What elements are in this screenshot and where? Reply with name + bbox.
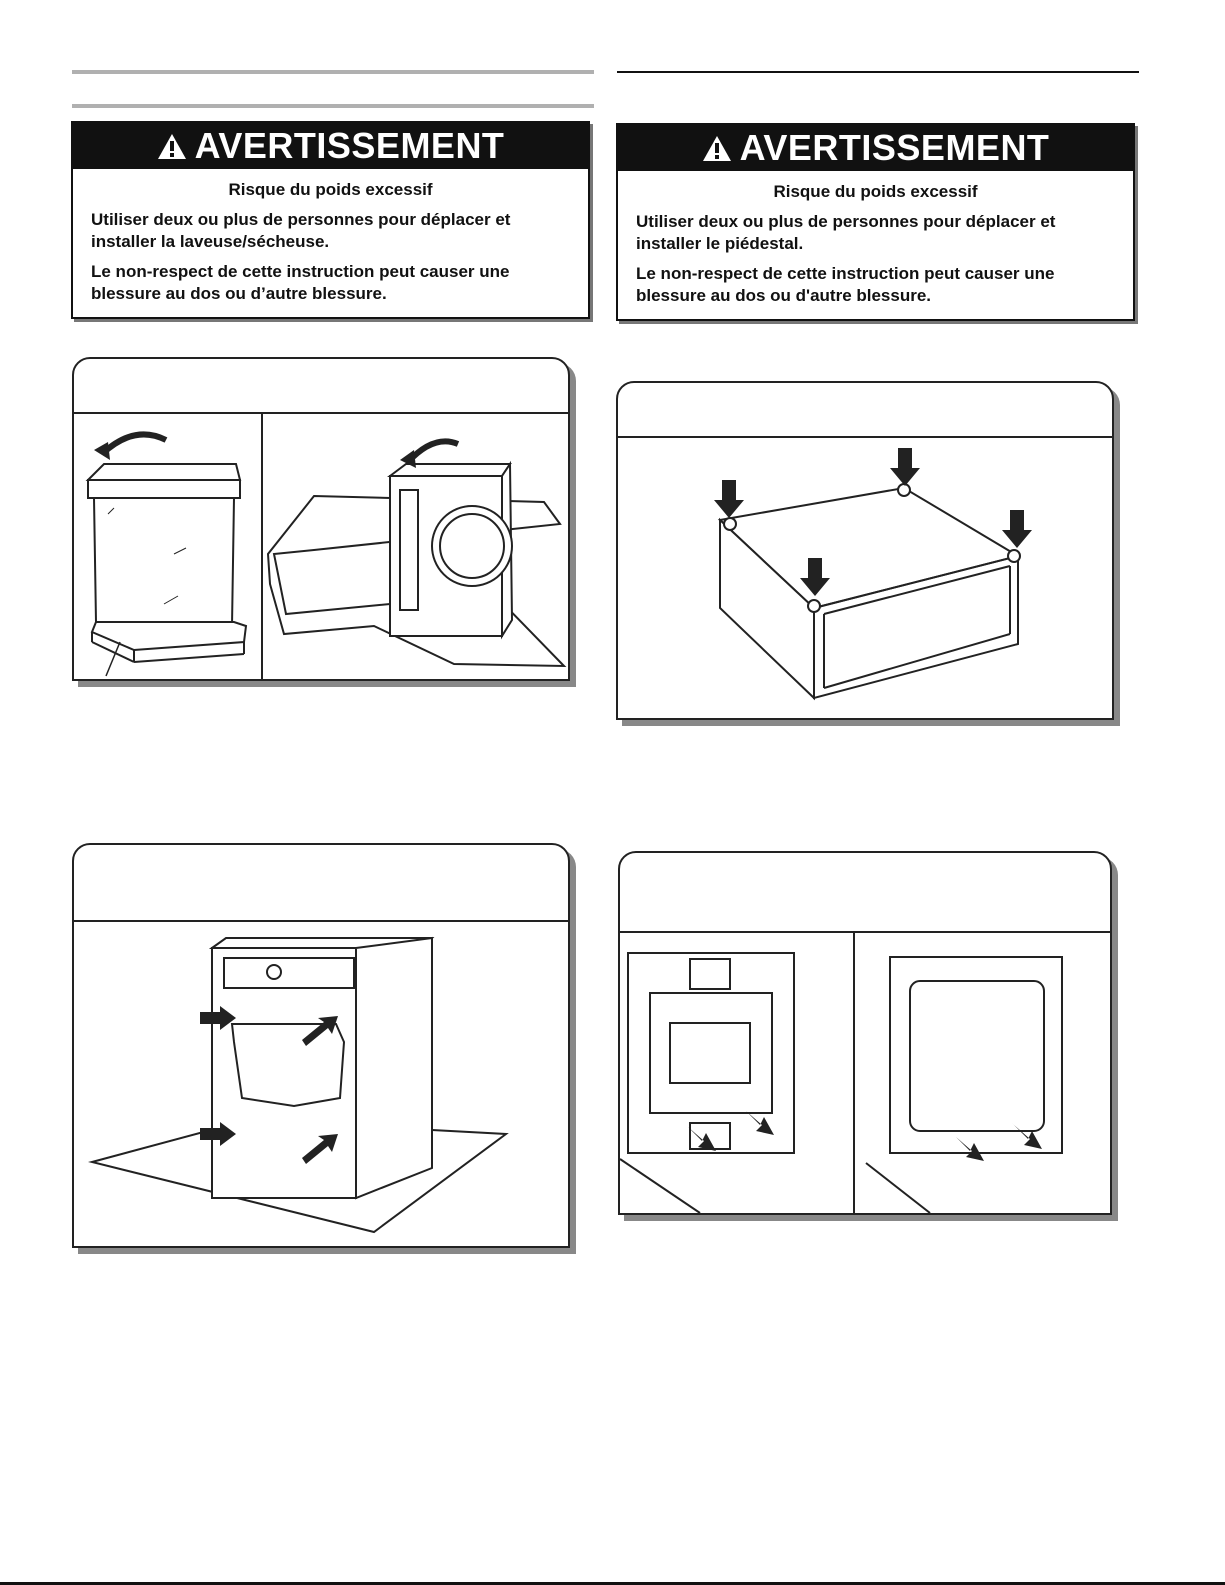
panel-header [618, 383, 1112, 438]
warning-title: AVERTISSEMENT [739, 127, 1050, 168]
washer-rear [208, 936, 435, 1200]
warning-header: AVERTISSEMENT [73, 123, 588, 169]
warning-consequence: Le non-respect de cette instruction peut… [91, 262, 510, 303]
warning-title: AVERTISSEMENT [194, 125, 505, 166]
top-rule-left-2 [72, 104, 594, 108]
pedestal-illustration [714, 448, 1032, 701]
panel-header [74, 845, 568, 922]
panel-header [74, 359, 568, 414]
push-arrow-icon [686, 1109, 1042, 1161]
warning-instruction: Utiliser deux ou plus de personnes pour … [636, 212, 1056, 253]
shipping-box [85, 463, 248, 663]
bottom-rule [0, 1582, 1225, 1585]
illustration-panel-pedestal [616, 381, 1114, 720]
warning-box-washer: AVERTISSEMENT Risque du poids excessif U… [71, 121, 590, 319]
warning-subtitle: Risque du poids excessif [228, 180, 433, 199]
warning-triangle-icon [157, 134, 186, 159]
washer-on-cardboard [266, 460, 567, 668]
appliance-rear-left [620, 952, 795, 1213]
appliance-rear-right [865, 956, 1063, 1213]
warning-box-pedestal: AVERTISSEMENT Risque du poids excessif U… [616, 123, 1135, 321]
illustration-panel-unpack [72, 357, 570, 681]
brackets-illustration [620, 933, 1063, 1213]
warning-header: AVERTISSEMENT [618, 125, 1133, 171]
warning-consequence: Le non-respect de cette instruction peut… [636, 264, 1055, 305]
washer-rear-illustration [88, 936, 509, 1234]
push-arrow-icon [714, 448, 1032, 596]
panel-header [620, 853, 1110, 933]
illustration-panel-washer-rear [72, 843, 570, 1248]
pedestal [717, 483, 1021, 701]
push-arrow-icon [200, 1006, 338, 1164]
lift-arrow-icon [405, 438, 460, 465]
unpack-illustration [85, 414, 567, 679]
top-rule-left-1 [72, 70, 594, 74]
warning-triangle-icon [702, 136, 731, 161]
top-rule-right [617, 71, 1139, 73]
lift-arrow-icon [99, 431, 168, 457]
warning-instruction: Utiliser deux ou plus de personnes pour … [91, 210, 511, 251]
warning-subtitle: Risque du poids excessif [773, 182, 978, 201]
illustration-panel-brackets [618, 851, 1112, 1215]
